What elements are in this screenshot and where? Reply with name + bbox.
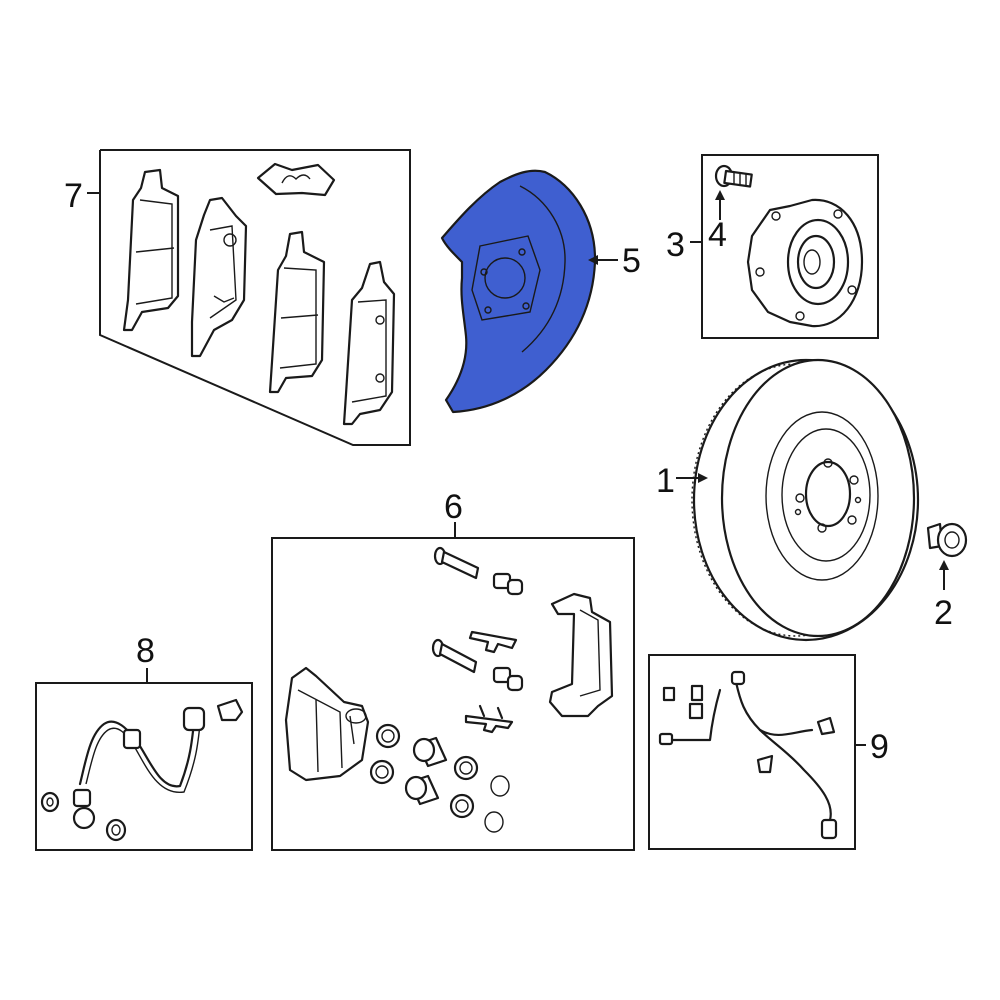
sealing-washer (40, 791, 127, 842)
hub-bearing-part (746, 198, 864, 328)
inner-pad-2 (342, 260, 396, 426)
brake-rotor-group[interactable]: 1 (656, 358, 920, 642)
hub-bearing-group[interactable]: 4 3 (666, 154, 879, 339)
callout-5: 5 (622, 242, 641, 280)
splash-shield-part (440, 169, 597, 414)
caliper-group[interactable]: 6 (271, 488, 635, 851)
caliper-bracket-part (548, 592, 614, 718)
callout-8: 8 (136, 632, 155, 670)
abs-sensor-wire (658, 670, 838, 840)
caliper-piston-upper (412, 736, 448, 768)
caliper-body-part (284, 666, 370, 782)
guide-pin-upper (433, 546, 480, 580)
splash-shield-group[interactable]: 5 (440, 169, 641, 414)
callout-3: 3 (666, 226, 685, 264)
callout-9: 9 (870, 728, 889, 766)
caliper-piston-lower (404, 774, 440, 806)
guide-pin-lower (431, 638, 478, 674)
brake-hose-group[interactable]: 8 (35, 632, 253, 851)
piston-seal-set (369, 723, 510, 833)
callout-4: 4 (708, 216, 727, 254)
hose-bracket-clip (216, 698, 244, 722)
caliper-frame (271, 537, 635, 851)
callout-1: 1 (656, 462, 675, 500)
abs-sensor-group[interactable]: 9 (648, 654, 889, 850)
hub-frame (701, 154, 879, 339)
inner-pad-clip (190, 196, 248, 358)
abs-sensor-clip (662, 684, 704, 720)
callout-2: 2 (934, 594, 953, 632)
pad-kit-frame (99, 149, 411, 446)
brake-rotor-part (691, 358, 920, 642)
outer-pad-2 (268, 230, 326, 394)
rotor-screw-part (926, 522, 968, 558)
rotor-screw-group[interactable]: 2 (926, 522, 968, 632)
brake-hose-frame (35, 682, 253, 851)
abs-sensor-frame (648, 654, 856, 850)
hub-bolt-part (714, 164, 753, 188)
pad-clip-lower (464, 704, 514, 734)
brake-pad-kit-group[interactable]: 7 (64, 149, 411, 446)
pin-boot-lower (492, 666, 524, 692)
callout-7: 7 (64, 177, 83, 215)
brake-hose-part (72, 706, 206, 830)
pin-boot-upper (492, 572, 524, 596)
callout-6: 6 (444, 488, 463, 526)
pad-clip-upper (468, 630, 518, 654)
